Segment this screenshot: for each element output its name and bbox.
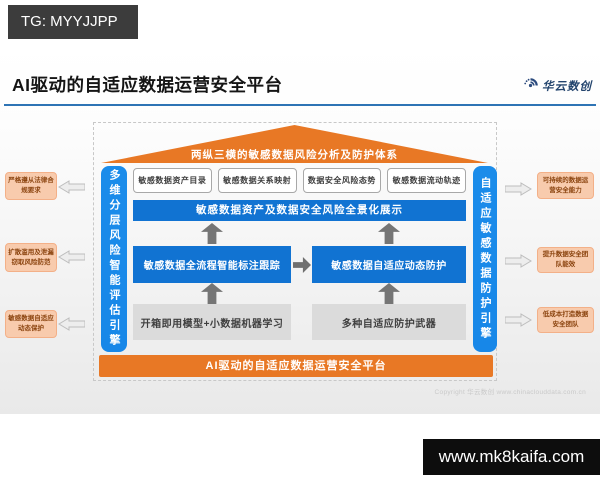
up-arrow-icon [201, 283, 223, 304]
left-arrow-outline-icon [58, 250, 85, 264]
roof-title: 两纵三横的敏感数据风险分析及防护体系 [191, 149, 398, 161]
right-rail-protection-engine: 自适应敏感数据防护引擎 [473, 166, 497, 352]
architecture-diagram: 两纵三横的敏感数据风险分析及防护体系 敏感数据资产目录 敏感数据关系映射 数据安… [93, 122, 497, 381]
process-box-dynamic-protection: 敏感数据自适应动态防护 [312, 246, 466, 283]
left-rail-risk-evaluation-engine: 多维分层风险智能评估引擎 [101, 166, 127, 352]
right-arrow-icon [293, 257, 311, 273]
up-arrow-icon [201, 223, 223, 244]
note-adaptive-dynamic-protection: 敏感数据自适应 动态保护 [5, 310, 57, 338]
note-sustainable-capability: 可持续的数据运 营安全能力 [537, 172, 594, 199]
left-arrow-outline-icon [58, 180, 85, 194]
right-arrow-outline-icon [505, 313, 532, 327]
website-watermark-bar: www.mk8kaifa.com [423, 439, 600, 475]
note-leak-risk-prevention: 扩散滥用及泄漏 窃取风险防范 [5, 243, 57, 272]
company-logo: 华云数创 [522, 77, 592, 94]
up-arrow-icon [378, 283, 400, 304]
note-low-cost-team: 低成本打造数据 安全团队 [537, 307, 594, 333]
capability-box-asset-catalog: 敏感数据资产目录 [133, 168, 212, 193]
engine-box-ml-models: 开箱即用模型+小数据机器学习 [133, 304, 291, 340]
platform-bottom-bar: AI驱动的自适应数据运营安全平台 [99, 355, 493, 377]
slide-background: AI驱动的自适应数据运营安全平台 华云数创 两纵三横的敏感数据风险分析及防护体系 [0, 44, 600, 414]
up-arrow-icon [378, 223, 400, 244]
website-watermark-label: www.mk8kaifa.com [438, 447, 585, 466]
note-legal-compliance: 严格遵从法律合 规要求 [5, 172, 57, 200]
process-box-labeling-tracking: 敏感数据全流程智能标注跟踪 [133, 246, 291, 283]
right-arrow-outline-icon [505, 254, 532, 268]
tg-watermark-bar: TG: MYYJJPP [8, 5, 138, 39]
left-arrow-outline-icon [58, 317, 85, 331]
title-underline-divider [4, 104, 596, 106]
capability-box-flow-trace: 敏感数据流动轨迹 [387, 168, 466, 193]
page-title: AI驱动的自适应数据运营安全平台 [12, 75, 283, 95]
capability-box-row: 敏感数据资产目录 敏感数据关系映射 数据安全风险态势 敏感数据流动轨迹 [133, 168, 466, 193]
capability-box-risk-posture: 数据安全风险态势 [302, 168, 382, 193]
copyright-text: Copyright 华云数创 www.chinaclouddata.com.cn [434, 389, 586, 396]
engine-box-protection-weapons: 多种自适应防护武器 [312, 304, 466, 340]
tg-watermark-label: TG: MYYJJPP [21, 13, 118, 30]
right-arrow-outline-icon [505, 182, 532, 196]
logo-swirl-icon [524, 78, 538, 88]
capability-box-relation-mapping: 敏感数据关系映射 [217, 168, 297, 193]
panorama-bar: 敏感数据资产及数据安全风险全景化展示 [133, 200, 466, 221]
logo-text: 华云数创 [542, 80, 592, 93]
note-team-efficiency: 提升数据安全团 队能效 [537, 247, 594, 273]
